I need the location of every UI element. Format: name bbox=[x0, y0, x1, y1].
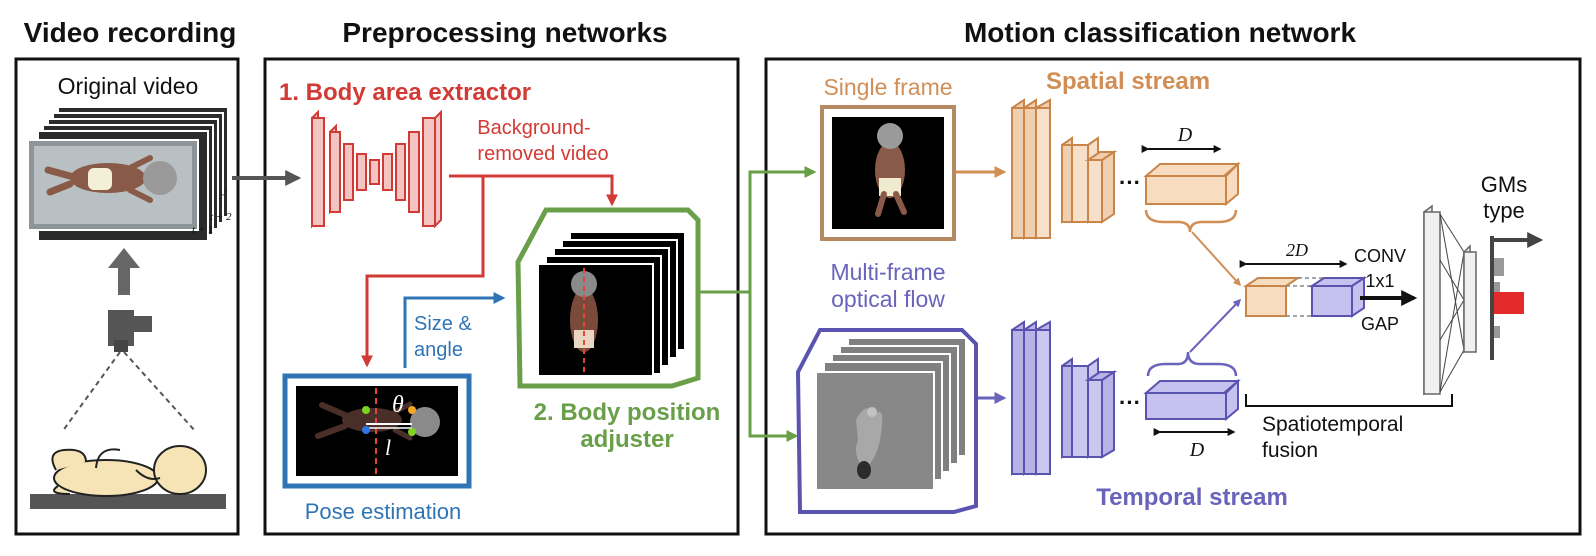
pose-baby bbox=[315, 388, 440, 474]
multi-frame-label-2: optical flow bbox=[831, 286, 945, 312]
body-position-adjuster-label-2: adjuster bbox=[580, 426, 673, 453]
gms-type-label-1: GMs bbox=[1481, 172, 1527, 197]
d-bottom-label: D bbox=[1189, 439, 1205, 461]
l-label: l bbox=[385, 435, 391, 460]
theta-label: θ bbox=[392, 392, 404, 418]
gap-label: GAP bbox=[1361, 314, 1399, 334]
panel-video-recording bbox=[14, 57, 240, 536]
spatial-dots: ··· bbox=[1119, 170, 1141, 195]
header-preprocessing: Preprocessing networks bbox=[342, 17, 667, 48]
arrow-bg-removed-to-pose bbox=[361, 176, 485, 368]
adjuster-frame-stack bbox=[537, 231, 686, 377]
video-baby-image bbox=[44, 155, 177, 203]
spatial-stream-network bbox=[1011, 98, 1118, 240]
frame-dots: ⋰ bbox=[218, 190, 228, 201]
optical-flow-frame-stack bbox=[815, 337, 967, 491]
fc-layers bbox=[1423, 204, 1477, 396]
conv-label-2: 1x1 bbox=[1365, 271, 1394, 291]
background-removed-label-1: Background- bbox=[477, 117, 590, 139]
fusion-label-1: Spatiotemporal bbox=[1262, 413, 1403, 436]
size-angle-label-2: angle bbox=[414, 339, 463, 361]
background-removed-label-2: removed video bbox=[477, 143, 608, 165]
pose-estimation-box bbox=[282, 373, 472, 489]
pose-estimation-label: Pose estimation bbox=[305, 499, 462, 524]
header-video-recording: Video recording bbox=[24, 17, 237, 48]
spatial-stream-label: Spatial stream bbox=[1046, 68, 1210, 95]
spatial-feature-block bbox=[1143, 161, 1241, 207]
fused-feature-block bbox=[1242, 276, 1368, 318]
arrow-bg-removed-to-adjuster bbox=[449, 174, 618, 207]
temporal-stream-label: Temporal stream bbox=[1096, 484, 1288, 511]
arrow-size-angle bbox=[403, 292, 506, 368]
camera-fov-right bbox=[123, 351, 197, 433]
body-area-extractor-label: 1. Body area extractor bbox=[279, 79, 531, 106]
two-d-label: 2D bbox=[1286, 240, 1308, 260]
arrow-spatial-to-fusion bbox=[1191, 231, 1242, 287]
fusion-label-2: fusion bbox=[1262, 439, 1318, 462]
arrow-to-single-frame bbox=[698, 166, 817, 294]
header-motion-classification: Motion classification network bbox=[964, 17, 1356, 48]
original-video-label: Original video bbox=[58, 73, 199, 99]
panel-preprocessing bbox=[263, 57, 740, 536]
body-area-extractor-network bbox=[311, 109, 442, 229]
single-frame-baby bbox=[875, 123, 907, 217]
single-frame-label: Single frame bbox=[823, 74, 952, 100]
temporal-stream-network bbox=[1011, 320, 1118, 476]
spatial-brace bbox=[1144, 209, 1238, 233]
camera-fov-left bbox=[61, 351, 121, 433]
arrow-to-optical-flow bbox=[748, 292, 799, 442]
fusion-bracket bbox=[1245, 394, 1453, 407]
multi-frame-label-1: Multi-frame bbox=[830, 259, 945, 285]
panel-motion-classification bbox=[764, 57, 1582, 536]
camera-icon bbox=[108, 310, 152, 352]
temporal-feature-block bbox=[1143, 378, 1241, 422]
t-plus-1-label: t + 1 bbox=[192, 224, 213, 236]
conv-label-1: CONV bbox=[1354, 246, 1406, 266]
gms-output-bars bbox=[1490, 232, 1544, 360]
temporal-dots: ··· bbox=[1119, 390, 1141, 415]
gms-type-label-2: type bbox=[1483, 198, 1525, 223]
size-angle-label-1: Size & bbox=[414, 313, 472, 335]
d-top-label: D bbox=[1177, 124, 1193, 146]
body-position-adjuster-label-1: 2. Body position bbox=[534, 399, 721, 426]
temporal-brace bbox=[1146, 351, 1238, 377]
up-arrow bbox=[108, 248, 140, 295]
baby-cartoon-icon bbox=[30, 445, 226, 509]
t-plus-2-label: t + 2 bbox=[210, 211, 232, 223]
arrow-temporal-to-fusion bbox=[1189, 298, 1242, 353]
